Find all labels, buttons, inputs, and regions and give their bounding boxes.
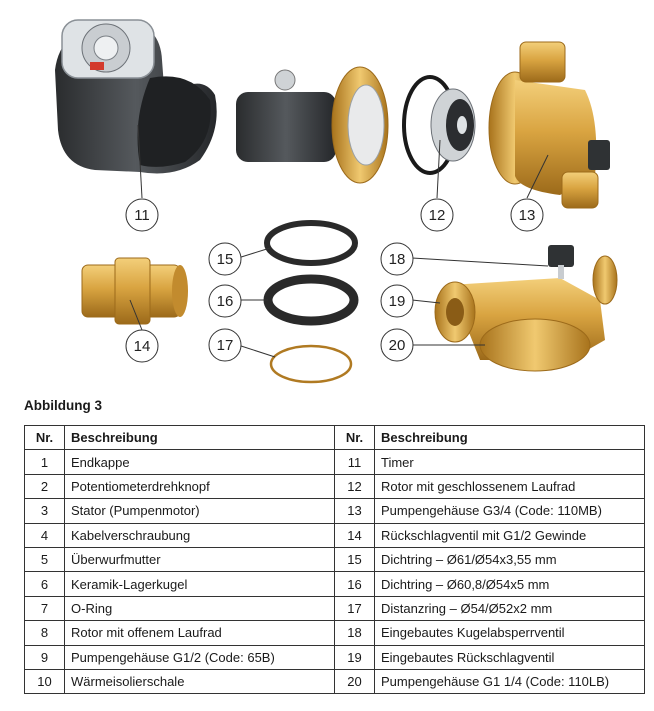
callout-15: 15 [208,242,242,276]
right-desc-cell: Dichtring – Ø61/Ø54x3,55 mm [374,546,645,573]
header-desc-right: Beschreibung [374,424,645,451]
svg-text:14: 14 [134,338,151,355]
left-desc-cell: Überwurfmutter [64,546,335,573]
insulation-shell-with-timer [55,19,217,174]
left-nr-cell: 6 [24,571,65,597]
header-nr-right: Nr. [334,424,375,451]
left-desc-cell: O-Ring [64,595,335,622]
left-desc-cell: Endkappe [64,449,335,475]
callout-16: 16 [208,284,242,318]
right-nr-cell: 17 [334,595,375,622]
right-desc-cell: Eingebautes Rückschlagventil [374,644,645,670]
right-nr-cell: 16 [334,571,375,597]
left-desc-cell: Kabelverschraubung [64,522,335,548]
right-nr-cell: 13 [334,498,375,524]
svg-text:17: 17 [217,337,234,354]
right-desc-cell: Dichtring – Ø60,8/Ø54x5 mm [374,571,645,597]
callout-12: 12 [420,198,454,232]
motor-assembly [236,66,476,184]
pump-housing-g34 [488,41,610,209]
left-nr-cell: 8 [24,620,65,646]
right-desc-cell: Rotor mit geschlossenem Laufrad [374,473,645,500]
left-nr-cell: 1 [24,449,65,475]
header-nr-left: Nr. [24,424,65,451]
callout-20: 20 [380,328,414,362]
right-nr-cell: 12 [334,473,375,500]
svg-text:13: 13 [519,207,536,224]
svg-text:11: 11 [134,207,150,224]
svg-text:18: 18 [389,251,406,268]
left-desc-cell: Rotor mit offenem Laufrad [64,620,335,646]
exploded-view-illustration: 11 12 13 14 15 16 17 18 19 20 [55,19,618,384]
callout-19: 19 [380,284,414,318]
left-nr-cell: 3 [24,498,65,524]
right-nr-cell: 19 [334,644,375,670]
svg-text:20: 20 [389,337,406,354]
left-nr-cell: 2 [24,473,65,500]
figure-caption: Abbildung 3 [24,398,102,413]
right-nr-cell: 11 [334,449,375,475]
right-desc-cell: Pumpengehäuse G3/4 (Code: 110MB) [374,498,645,524]
callout-18: 18 [380,242,414,276]
callout-17: 17 [208,328,242,362]
pump-housing-g114 [434,245,618,372]
left-desc-cell: Pumpengehäuse G1/2 (Code: 65B) [64,644,335,670]
callout-14: 14 [125,329,159,363]
header-desc-left: Beschreibung [64,424,335,451]
right-nr-cell: 14 [334,522,375,548]
right-desc-cell: Eingebautes Kugelabsperrventil [374,620,645,646]
right-desc-cell: Distanzring – Ø54/Ø52x2 mm [374,595,645,622]
right-desc-cell: Rückschlagventil mit G1/2 Gewinde [374,522,645,548]
left-desc-cell: Stator (Pumpenmotor) [64,498,335,524]
svg-text:15: 15 [217,251,234,268]
left-nr-cell: 10 [24,668,65,695]
right-desc-cell: Pumpengehäuse G1 1/4 (Code: 110LB) [374,668,645,695]
callout-13: 13 [510,198,544,232]
left-desc-cell: Potentiometerdrehknopf [64,473,335,500]
right-desc-cell: Timer [374,449,645,475]
left-nr-cell: 9 [24,644,65,670]
svg-text:12: 12 [429,207,446,224]
left-nr-cell: 4 [24,522,65,548]
callout-11: 11 [125,198,159,232]
left-nr-cell: 7 [24,595,65,622]
left-desc-cell: Keramik-Lagerkugel [64,571,335,597]
right-nr-cell: 15 [334,546,375,573]
table-header-row: Nr. Beschreibung Nr. Beschreibung [24,424,645,451]
left-nr-cell: 5 [24,546,65,573]
right-nr-cell: 20 [334,668,375,695]
check-valve-g12 [81,257,188,325]
left-desc-cell: Wärmeisolierschale [64,668,335,695]
right-nr-cell: 18 [334,620,375,646]
svg-text:16: 16 [217,293,234,310]
svg-text:19: 19 [389,293,406,310]
sealing-rings [263,220,359,384]
leader-lines [129,124,549,358]
